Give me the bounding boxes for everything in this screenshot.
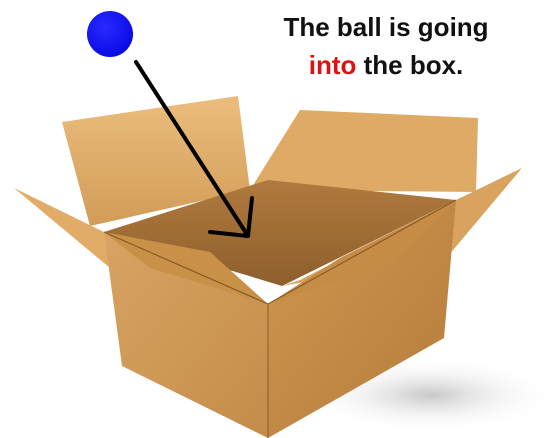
caption-line-2: into the box.	[258, 46, 514, 84]
caption-line-1: The ball is going	[258, 8, 514, 46]
caption: The ball is going into the box.	[258, 8, 514, 84]
caption-line-2-rest: the box.	[356, 50, 463, 80]
back-right-flap	[250, 110, 478, 192]
blue-ball	[87, 11, 133, 57]
caption-highlight: into	[309, 50, 357, 80]
